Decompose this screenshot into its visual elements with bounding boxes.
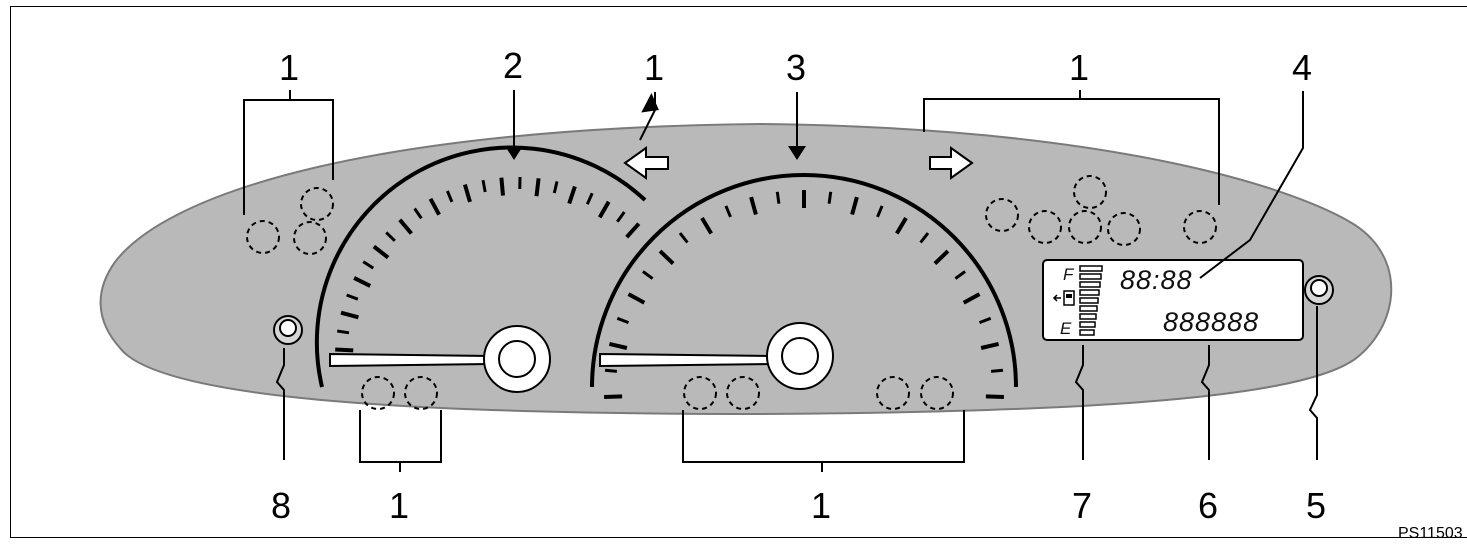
clock-display: 88:88 [1120,265,1193,295]
gauge-tick [985,394,1004,399]
callout-2-tachometer: 2 [503,45,523,86]
speedometer-hub [766,322,834,390]
gauge-tick [413,207,423,220]
gauge-tick [627,292,646,305]
cluster-housing [99,122,1393,416]
right-turn-arrow [929,146,974,180]
warning-lamp [1183,210,1217,244]
warning-lamp [985,198,1019,232]
callout-5-right-knob: 5 [1306,485,1326,526]
gauge-tick [567,185,577,205]
gauge-tick [534,178,541,197]
gauge-tick [895,216,908,235]
gauge-tick [642,270,654,280]
callout-4-clock: 4 [1292,47,1312,88]
gauge-tick [962,292,981,305]
diagram-frame [10,6,1467,538]
gauge-tick [552,181,559,194]
fuel-empty-label: E [1060,319,1072,338]
gauge-tick [462,184,472,203]
warning-lamp [1073,175,1107,209]
gauge-tick [678,232,689,244]
gauge-tick [604,394,623,399]
gauge-tick [585,192,594,205]
arrow-left-leader [639,92,656,141]
warning-lamp [361,376,395,410]
gauge-tick [340,310,359,320]
fuel-full-label: F [1063,265,1075,284]
gauge-tick [700,216,713,235]
callout-7-fuel-gauge: 7 [1072,485,1092,526]
callout-1-bottom-center: 1 [811,485,831,526]
gauge-tick [978,316,992,325]
gauge-tick [336,329,350,335]
gauge-tick [446,190,454,203]
gauge-tick [346,293,359,301]
warning-lamp [726,376,760,410]
warning-lamp [1107,212,1141,246]
fuel-gauge-bars [1079,265,1103,336]
leader-lines [243,90,1318,472]
warning-lamp [683,376,717,410]
odometer-display: 888888 [1163,307,1259,337]
callout-1-bottom-left: 1 [389,485,409,526]
gauge-tick [990,368,1004,373]
gauge-tick [398,218,413,235]
gauge-tick [608,341,628,350]
callout-3-speedometer: 3 [786,47,806,88]
gauge-tick [597,200,611,219]
gauge-tick [499,177,505,196]
callout-6-odometer: 6 [1198,485,1218,526]
gauge-tick [481,179,487,193]
gauge-tick [724,205,732,218]
left-turn-arrow [623,146,669,180]
gauge-tick [658,249,675,266]
tachometer-ticks [335,176,641,353]
reference-code: PS11503 [1398,525,1463,542]
lcd-display [1042,259,1304,341]
gauge-tick [919,232,930,244]
warning-lamp [246,220,280,254]
warning-lamp [876,376,910,410]
right-knob [1304,275,1334,305]
warning-lamp [293,221,327,255]
gauge-tick [616,211,626,223]
speedometer-arc [590,173,1018,388]
gauge-tick [335,347,354,353]
callout-1-top-left: 1 [279,47,299,88]
callout-8-left-knob: 8 [271,485,291,526]
gauge-tick [604,368,618,373]
warning-lamp [920,376,954,410]
gauge-tick [616,316,630,325]
tachometer-hub [483,325,551,393]
gauge-tick [827,191,833,204]
gauge-tick [775,191,781,204]
warning-lamp [1028,210,1062,244]
gauge-tick [933,249,950,266]
gauge-tick [850,196,859,216]
warning-lamp [300,187,334,221]
gauge-tick [428,197,441,216]
gauge-tick [385,231,396,242]
callout-1-turn-signal: 1 [644,47,664,88]
warning-lamp [1068,210,1102,244]
fuel-pump-icon [1052,290,1075,306]
gauge-tick [353,276,372,288]
gauge-tick [749,196,758,216]
warning-lamp [404,376,438,410]
gauge-tick [876,205,884,218]
gauge-tick [980,341,1000,350]
callout-1-top-right: 1 [1069,47,1089,88]
tachometer-arc [314,145,647,388]
warning-lamps [246,175,1217,410]
gauge-tick [372,244,390,260]
speedometer-ticks [604,190,1004,399]
left-knob [273,315,303,345]
gauge-tick [625,222,641,239]
gauge-tick [362,260,375,270]
gauge-tick [954,270,966,280]
